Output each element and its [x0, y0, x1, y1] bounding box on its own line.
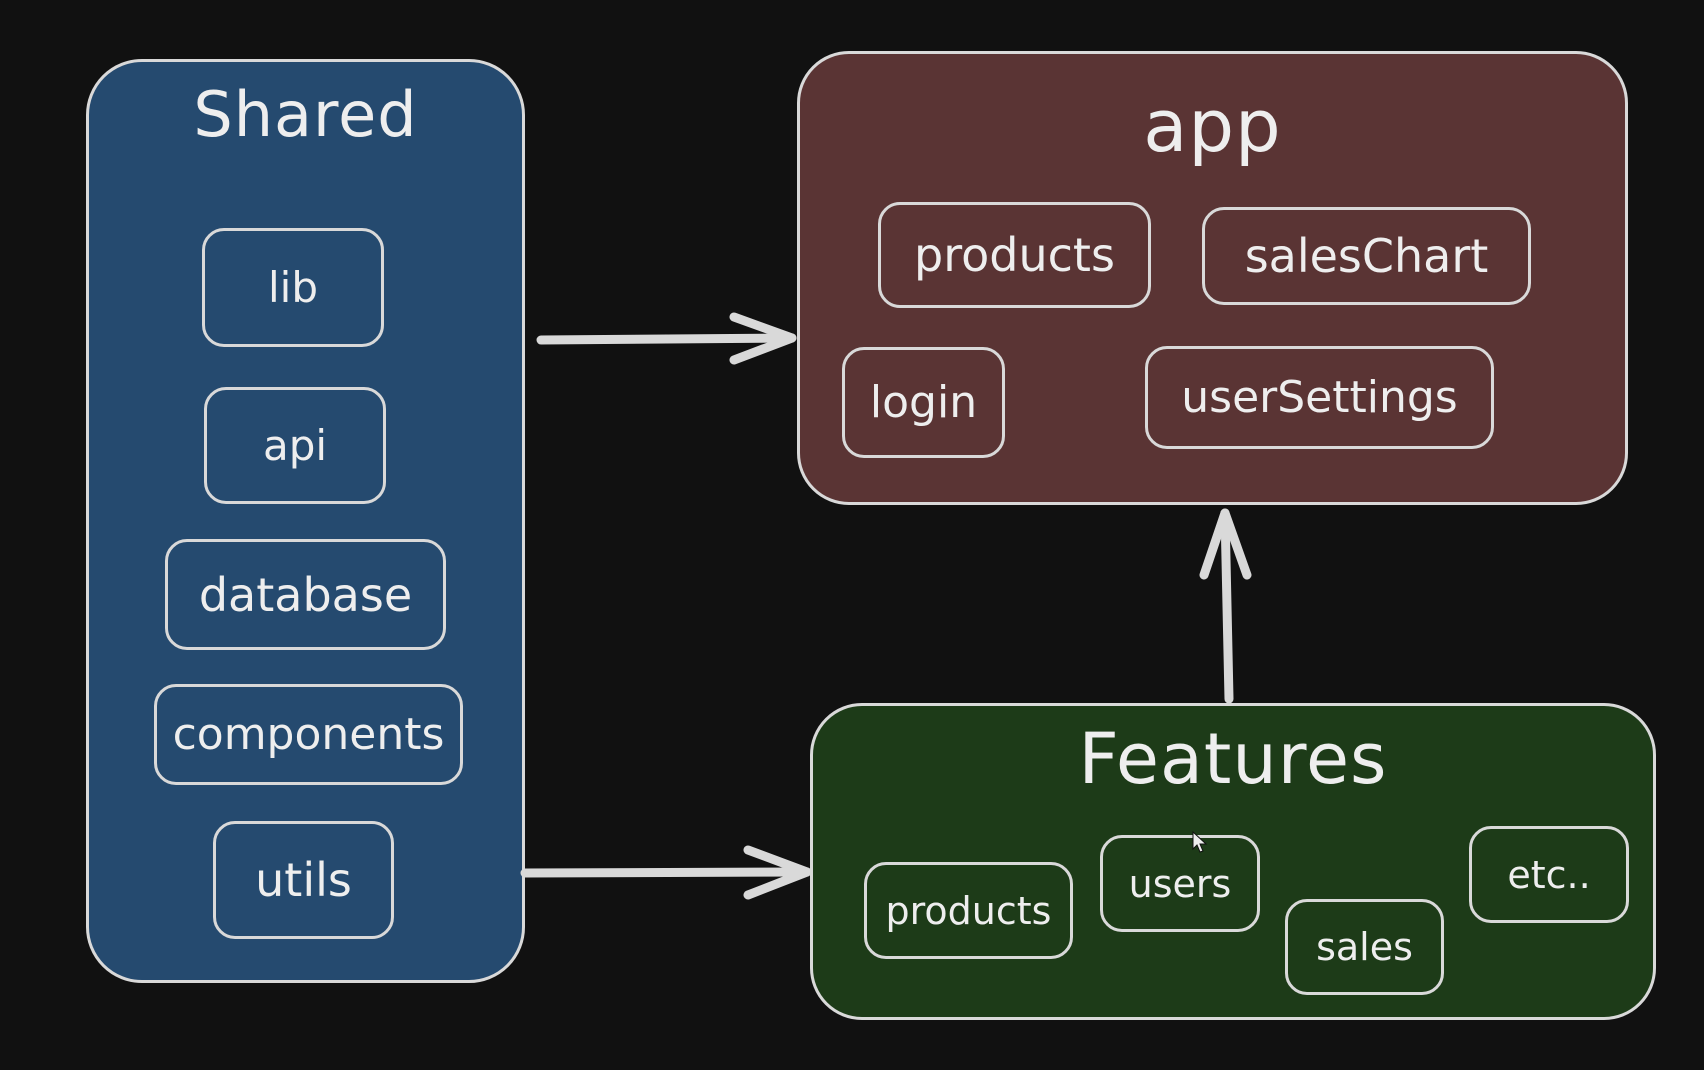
- shared-item-lib-label: lib: [268, 262, 318, 312]
- app-item-products-label: products: [914, 228, 1115, 282]
- features-item-users: users: [1100, 835, 1260, 932]
- app-item-usersettings: userSettings: [1145, 346, 1494, 449]
- features-group: Features products users sales etc..: [810, 703, 1656, 1020]
- arrow-features-to-app-line: [1220, 508, 1234, 704]
- arrow-shared-to-app-head: [729, 312, 797, 365]
- features-item-sales-label: sales: [1316, 925, 1413, 969]
- features-item-etc: etc..: [1469, 826, 1629, 923]
- shared-item-database-label: database: [198, 567, 413, 622]
- arrow-shared-to-app-line: [536, 333, 797, 345]
- features-title: Features: [1078, 718, 1388, 800]
- shared-item-components-label: components: [172, 708, 445, 760]
- arrow-shared-to-features: [520, 845, 812, 900]
- shared-item-api: api: [204, 387, 386, 504]
- arrow-features-to-app: [1199, 508, 1252, 704]
- app-item-saleschart: salesChart: [1202, 207, 1531, 305]
- features-item-etc-label: etc..: [1507, 852, 1591, 897]
- arrow-shared-to-app: [536, 312, 797, 365]
- shared-item-database: database: [165, 539, 446, 650]
- features-item-users-label: users: [1128, 861, 1232, 906]
- features-item-products: products: [864, 862, 1073, 959]
- features-item-sales: sales: [1285, 899, 1444, 995]
- shared-item-lib: lib: [202, 228, 384, 347]
- app-item-usersettings-label: userSettings: [1181, 371, 1458, 423]
- app-item-products: products: [878, 202, 1151, 308]
- app-title: app: [1143, 84, 1282, 168]
- app-group: app products salesChart login userSettin…: [797, 51, 1628, 505]
- shared-item-components: components: [154, 684, 463, 785]
- shared-title: Shared: [193, 78, 418, 151]
- arrow-shared-to-features-line: [520, 867, 812, 878]
- shared-item-api-label: api: [262, 420, 328, 470]
- app-item-login: login: [842, 347, 1005, 458]
- features-item-products-label: products: [885, 888, 1052, 933]
- mouse-cursor-icon: [1192, 831, 1208, 853]
- app-item-saleschart-label: salesChart: [1244, 229, 1489, 283]
- app-item-login-label: login: [869, 376, 978, 428]
- shared-group: Shared lib api database components utils: [86, 59, 525, 983]
- shared-item-utils: utils: [213, 821, 394, 939]
- arrow-shared-to-features-head: [743, 845, 812, 900]
- arrow-features-to-app-head: [1199, 508, 1252, 580]
- shared-item-utils-label: utils: [255, 853, 352, 907]
